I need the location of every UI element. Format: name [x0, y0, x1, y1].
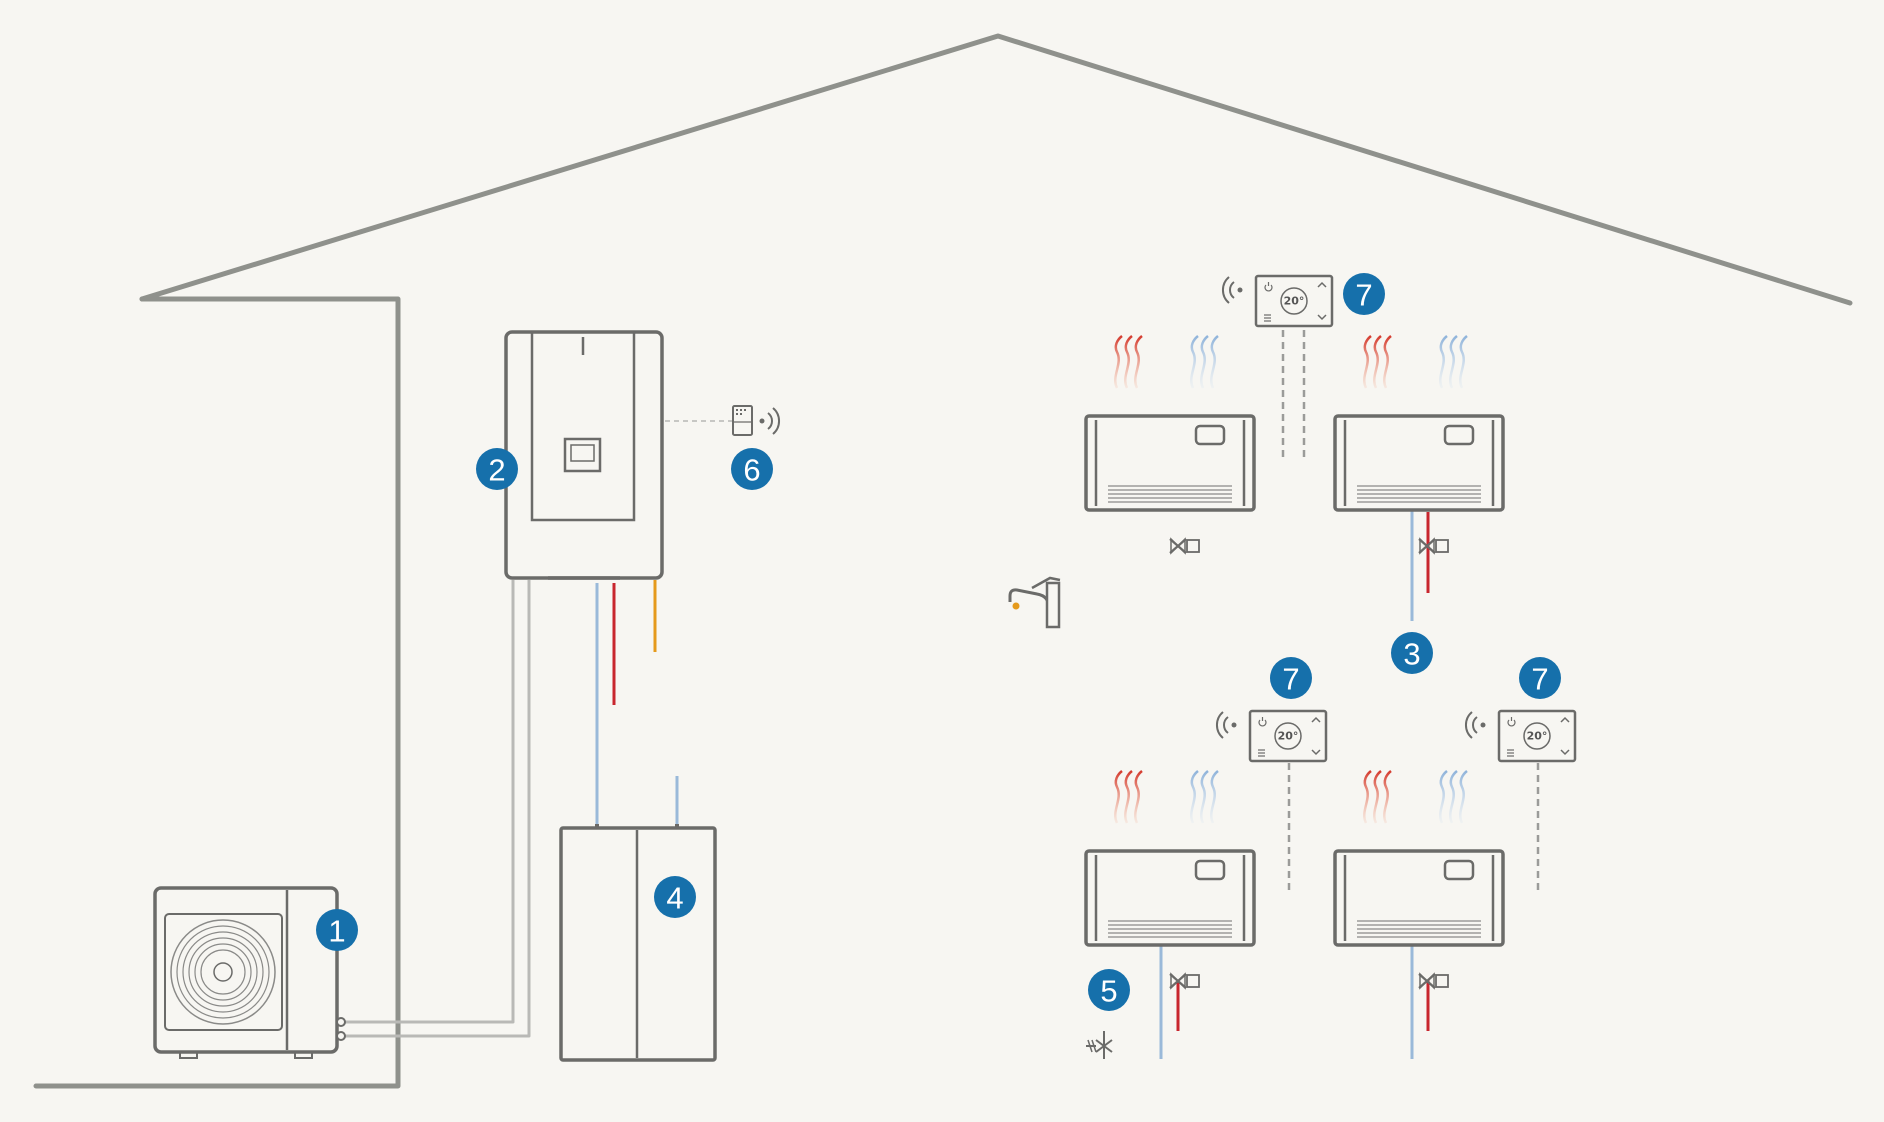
fan-coil-body: [1084, 849, 1256, 947]
heat-wave-icon: [1363, 334, 1393, 390]
fan-coil-body: [1084, 414, 1256, 512]
component-badges: 1 2 3 4 5 6 7 7 7: [316, 273, 1561, 1011]
fan-icon: [170, 919, 276, 1025]
heat-wave-icon: [1363, 769, 1393, 825]
fan-coil-body: [1333, 849, 1505, 947]
room-thermostat: 20°: [1215, 709, 1328, 763]
refrigerant-lines: [344, 580, 531, 1038]
valve-icon: [1417, 972, 1450, 990]
valve-icon: [1168, 537, 1201, 555]
badge-circle: [316, 909, 358, 951]
thermostat-display: 20°: [1278, 730, 1299, 743]
fan-coil-body: [1333, 414, 1505, 512]
badge-wireless-gateway: 6: [731, 448, 773, 490]
cool-wave-icon: [1190, 769, 1220, 825]
house-roof: [139, 33, 1853, 306]
badge-outdoor-heat-pump-unit: 1: [316, 909, 358, 951]
badge-number: 7: [1282, 662, 1299, 697]
cool-wave-icon: [1439, 769, 1469, 825]
room-thermostat: 20°: [1464, 709, 1577, 763]
badge-number: 5: [1100, 974, 1117, 1009]
thermostat-display: 20°: [1284, 295, 1305, 308]
valve-icon: [1168, 972, 1201, 990]
room-thermostats: 20° 20° 20°: [1215, 274, 1577, 763]
badge-circle: [1343, 273, 1385, 315]
badge-fan-coil-distribution-circuit: 3: [1391, 632, 1433, 674]
badge-circle: [1270, 657, 1312, 699]
badge-room-thermostat: 7: [1519, 657, 1561, 699]
fan-coil-unit: [1084, 334, 1256, 555]
badge-circle: [654, 876, 696, 918]
badge-number: 2: [488, 453, 505, 488]
badge-indoor-hydraulic-module: 2: [476, 448, 518, 490]
room-thermostat: 20°: [1221, 274, 1334, 328]
wifi-icon: [1215, 711, 1238, 739]
fill-valve: [1086, 1031, 1113, 1059]
valve-icon: [1417, 537, 1450, 555]
badge-buffer-tank: 4: [654, 876, 696, 918]
badge-number: 3: [1403, 637, 1420, 672]
buffer-tank: [559, 824, 717, 1062]
badge-fill-valve: 5: [1088, 969, 1130, 1011]
badge-circle: [1519, 657, 1561, 699]
badge-circle: [731, 448, 773, 490]
fan-coil-unit: [1084, 769, 1256, 990]
wifi-icon: [1464, 711, 1487, 739]
fan-coil-unit: [1333, 334, 1505, 555]
wireless-gateway: [732, 405, 781, 436]
badge-room-thermostat: 7: [1270, 657, 1312, 699]
thermostat-display: 20°: [1527, 730, 1548, 743]
badge-number: 1: [328, 914, 345, 949]
wifi-icon: [1221, 276, 1244, 304]
fan-coil-unit: [1333, 769, 1505, 990]
house-wall: [33, 296, 401, 1089]
heat-wave-icon: [1114, 769, 1144, 825]
cool-wave-icon: [1190, 334, 1220, 390]
faucet-icon: [1008, 576, 1061, 629]
wifi-icon: [758, 407, 781, 435]
badge-circle: [1088, 969, 1130, 1011]
badge-circle: [476, 448, 518, 490]
heat-wave-icon: [1114, 334, 1144, 390]
badge-room-thermostat: 7: [1343, 273, 1385, 315]
hydraulic-module: [504, 330, 664, 580]
badge-number: 4: [666, 881, 683, 916]
outdoor-unit: [153, 886, 346, 1059]
cool-wave-icon: [1439, 334, 1469, 390]
badge-circle: [1391, 632, 1433, 674]
badge-number: 7: [1355, 278, 1372, 313]
badge-number: 6: [743, 453, 760, 488]
badge-number: 7: [1531, 662, 1548, 697]
